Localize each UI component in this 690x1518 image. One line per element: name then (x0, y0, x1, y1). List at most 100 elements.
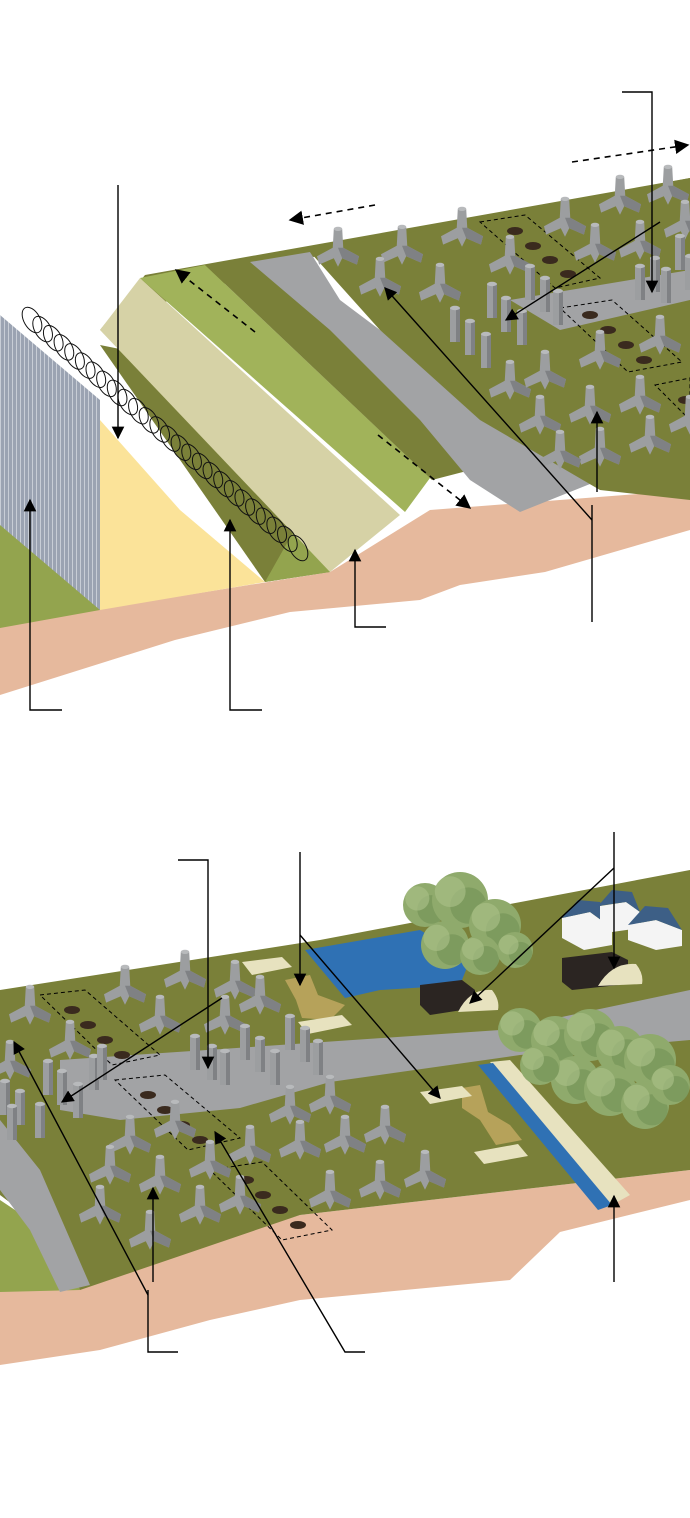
tree-canopy-icon (498, 1008, 542, 1052)
bottom-road (60, 990, 690, 1120)
razor-wire-coil-icon (96, 370, 117, 398)
top-razor-wire (21, 306, 309, 562)
bottom-callout-lines (13, 832, 621, 1353)
bottom-tetrapod-obstacles (0, 949, 446, 1250)
tetrapod-obstacle-icon (574, 222, 616, 263)
house-icon (628, 906, 682, 950)
bottom-callout-pits (214, 1130, 365, 1353)
concrete-post-icon (220, 1048, 230, 1085)
concrete-post-icon (517, 308, 527, 345)
pit-hole-icon (192, 1136, 208, 1144)
top-sand-strip (100, 420, 265, 610)
pit-hole-icon (582, 311, 598, 319)
top-lawn-base (265, 520, 330, 582)
top-grass-strip (100, 345, 330, 582)
concrete-post-icon (675, 233, 685, 270)
top-arrow-berm-up (174, 269, 256, 333)
top-callout-fence (23, 498, 62, 711)
concrete-post-icon (553, 288, 563, 325)
bottom-panel (0, 832, 690, 1365)
concrete-post-icon (35, 1101, 45, 1138)
concrete-post-icon (73, 1081, 83, 1118)
bottom-trees (403, 872, 690, 1129)
top-callout-posts (622, 91, 659, 294)
tetrapod-obstacle-icon (269, 1084, 311, 1125)
razor-wire-coil-icon (287, 534, 309, 562)
tetrapod-obstacle-icon (229, 1124, 271, 1165)
tetrapod-obstacle-icon (419, 262, 461, 303)
tetrapod-obstacle-icon (669, 394, 690, 435)
bottom-canal (478, 1063, 612, 1210)
pit-hole-icon (636, 356, 652, 364)
bottom-callout-posts-branch (60, 997, 223, 1103)
tetrapod-obstacle-icon (179, 1184, 221, 1225)
tetrapod-obstacle-icon (519, 394, 561, 435)
tetrapod-obstacle-icon (524, 349, 566, 390)
tree-canopy-icon (421, 921, 469, 969)
concrete-post-icon (285, 1013, 295, 1050)
pit-hole-icon (157, 1106, 173, 1114)
bottom-concrete-posts (0, 1013, 323, 1140)
tetrapod-obstacle-icon (619, 374, 661, 415)
tetrapod-obstacle-icon (154, 1099, 196, 1140)
top-direction-arrows (174, 139, 690, 509)
concrete-post-icon (0, 1078, 10, 1115)
bottom-pad-1b (298, 1015, 352, 1034)
tetrapod-obstacle-icon (639, 314, 681, 355)
pit-hole-icon (507, 227, 523, 235)
pit-hole-icon (272, 1206, 288, 1214)
tetrapod-obstacle-icon (599, 174, 641, 215)
tetrapod-obstacle-icon (89, 1144, 131, 1185)
top-tetrapod-obstacles (317, 164, 690, 470)
top-arrow-berm-down (377, 434, 472, 509)
tetrapod-obstacle-icon (317, 226, 359, 267)
razor-wire-coil-icon (74, 352, 96, 379)
top-arrow-road-left (288, 204, 376, 225)
top-berm (100, 278, 400, 572)
concrete-post-icon (685, 253, 690, 290)
top-berm-top (140, 265, 430, 512)
pit-hole-icon (290, 1221, 306, 1229)
bottom-pad-1a (242, 957, 292, 975)
top-callout-wire (223, 518, 262, 711)
top-callout-berm (348, 548, 386, 628)
pit-hole-icon (560, 270, 576, 278)
pit-field (478, 214, 602, 289)
tetrapod-obstacle-icon (441, 206, 483, 247)
pit-hole-icon (114, 1051, 130, 1059)
top-grass-beyond (205, 258, 490, 480)
tetrapod-obstacle-icon (139, 1154, 181, 1195)
tetrapod-obstacle-icon (489, 359, 531, 400)
concrete-post-icon (190, 1033, 200, 1070)
top-soil-section (0, 490, 690, 695)
concrete-post-icon (487, 281, 497, 318)
tetrapod-obstacle-icon (364, 1104, 406, 1145)
concrete-post-icon (57, 1068, 67, 1105)
concrete-post-icon (465, 318, 475, 355)
concrete-post-icon (240, 1023, 250, 1060)
pit-hole-icon (255, 1191, 271, 1199)
bottom-callout-trench-branch (299, 934, 441, 1099)
bottom-callout-obstacles (147, 1290, 178, 1353)
tetrapod-obstacle-icon (309, 1074, 351, 1115)
pit-field (208, 1161, 334, 1241)
pit-hole-icon (542, 256, 558, 264)
razor-wire-coil-icon (85, 361, 107, 388)
tetrapod-obstacle-icon (359, 1159, 401, 1200)
tetrapod-obstacle-icon (189, 1139, 231, 1180)
bottom-callout-bunkers-branch (469, 867, 615, 1004)
concrete-post-icon (313, 1038, 323, 1075)
tetrapod-obstacle-icon (214, 959, 256, 1000)
tree-canopy-icon (650, 1065, 690, 1105)
tetrapod-obstacle-icon (404, 1149, 446, 1190)
pit-hole-icon (64, 1006, 80, 1014)
bottom-callout-posts (178, 859, 215, 1070)
concrete-post-icon (635, 263, 645, 300)
pit-hole-icon (97, 1036, 113, 1044)
pit-field (38, 989, 162, 1066)
pit-hole-icon (618, 341, 634, 349)
tetrapod-obstacle-icon (629, 414, 671, 455)
top-callout-posts-branch (504, 221, 661, 321)
